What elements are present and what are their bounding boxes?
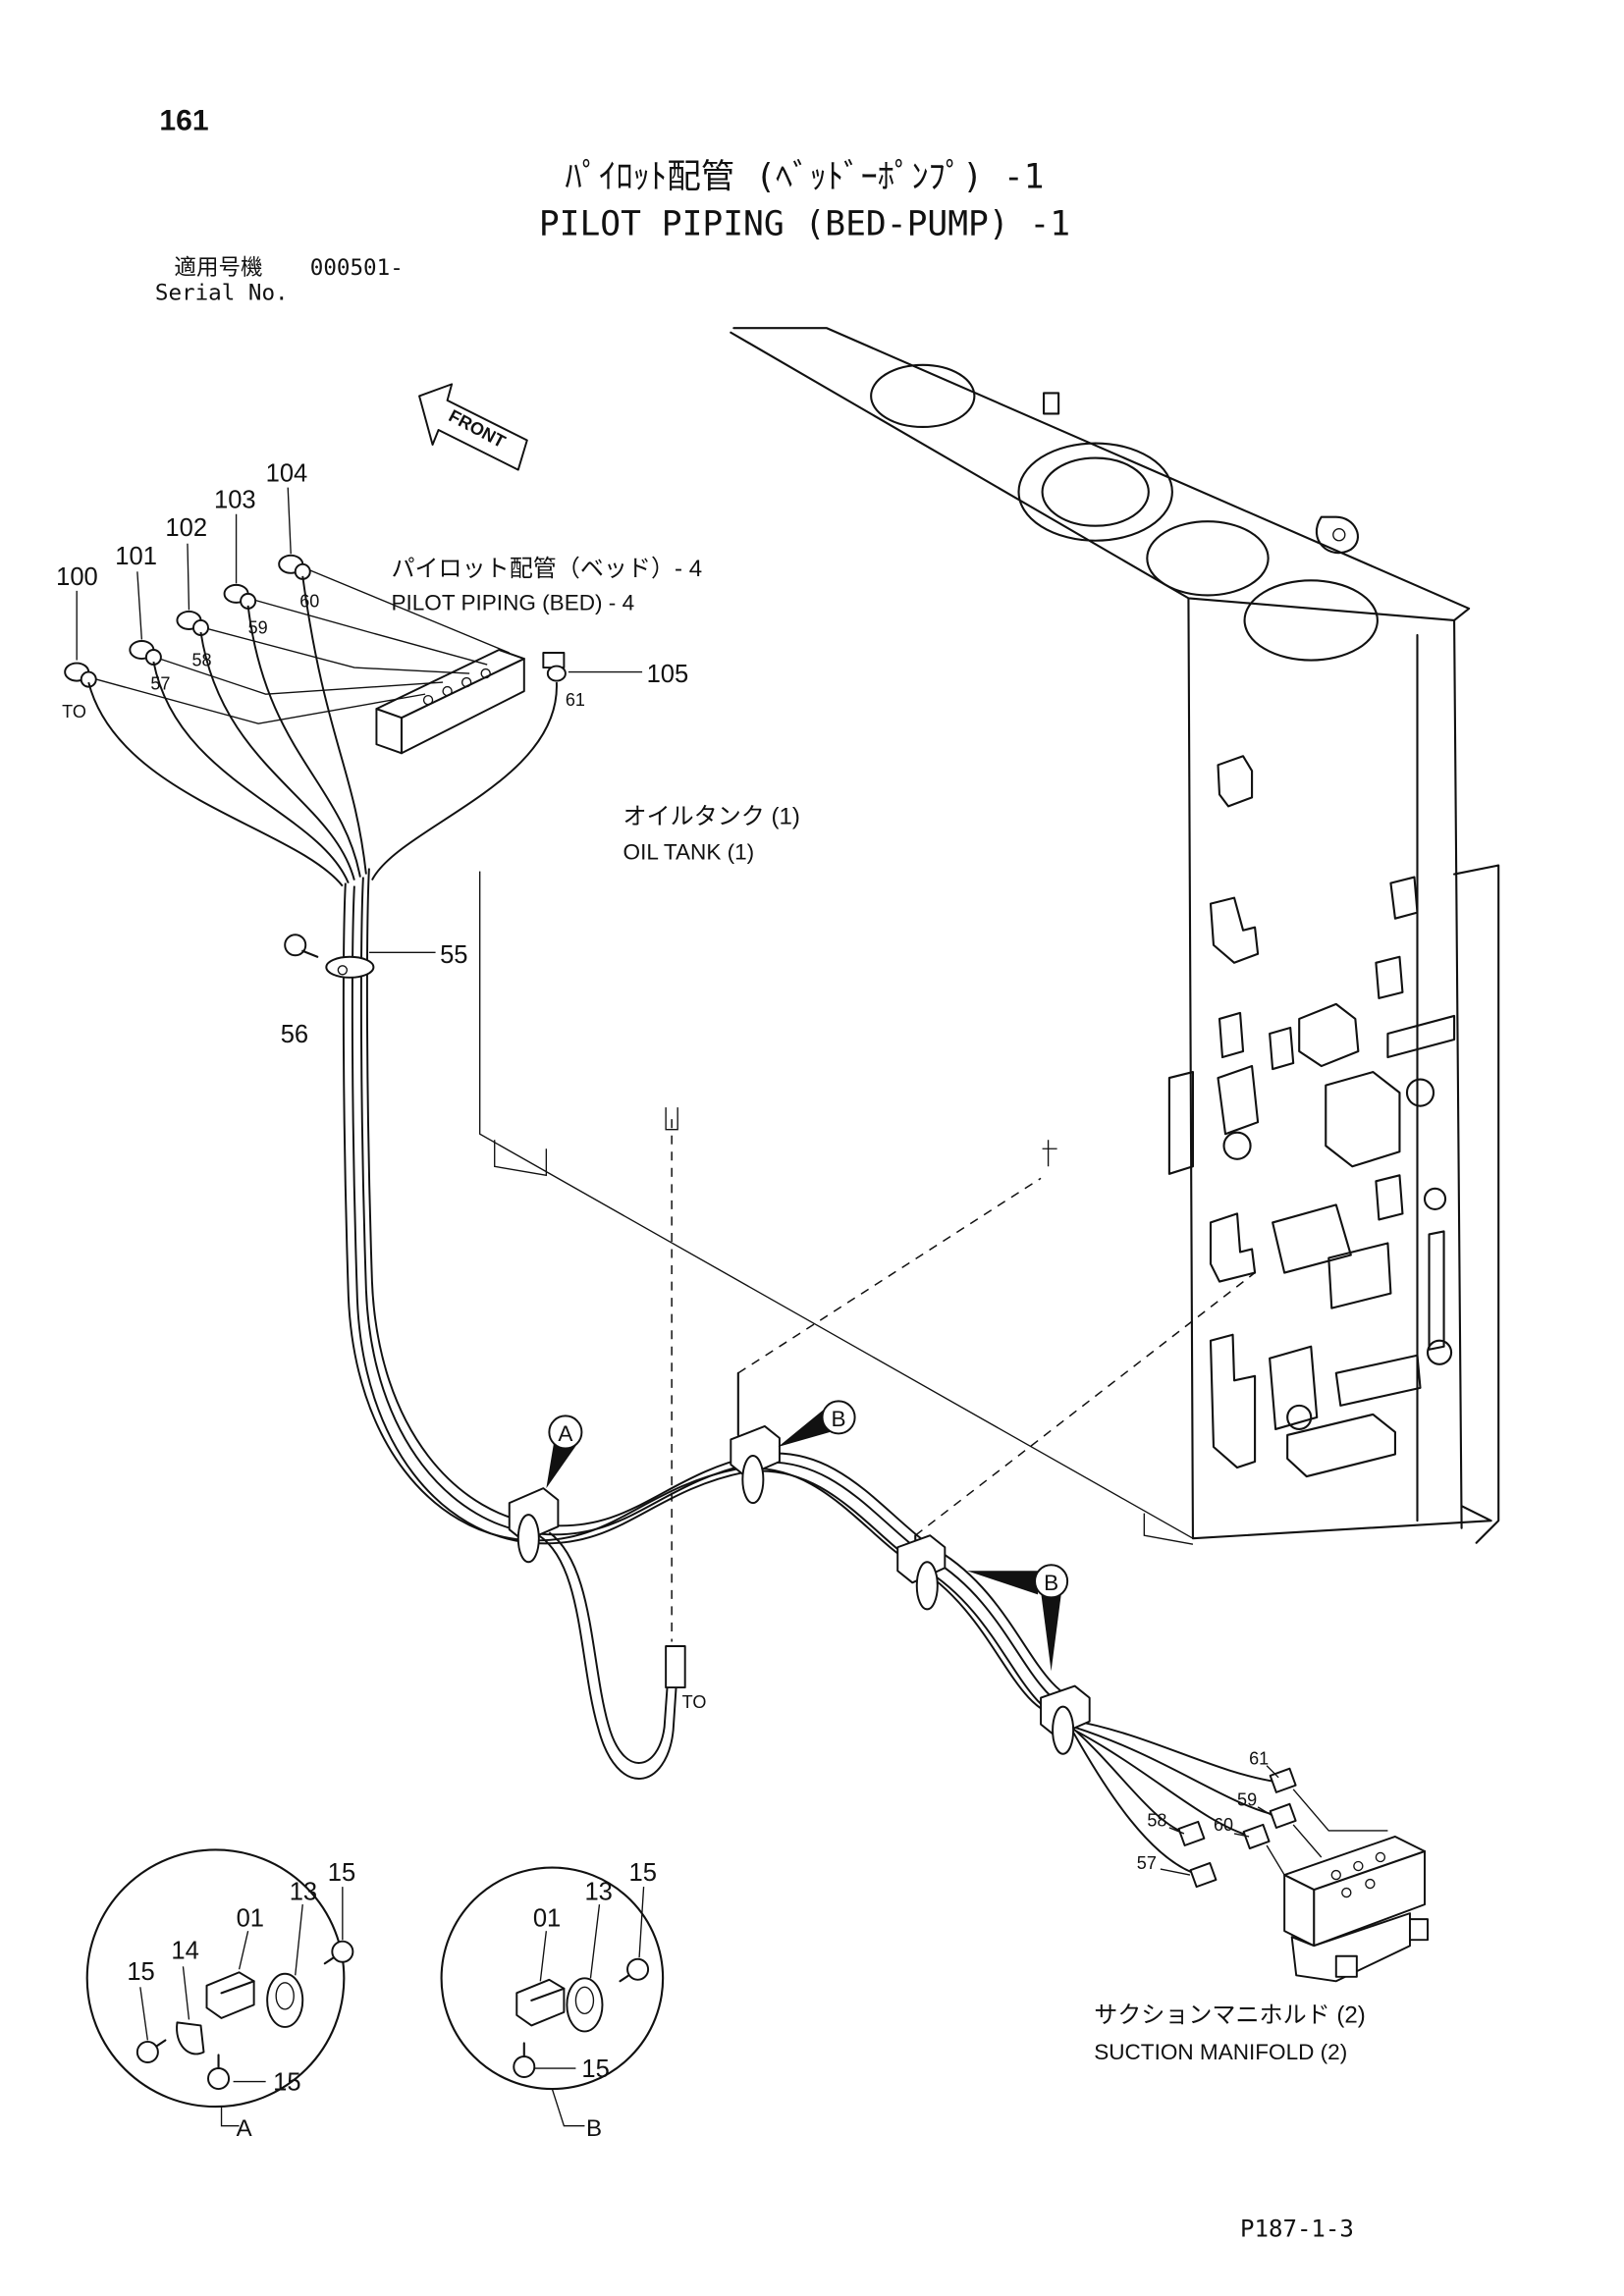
serial-label-english: Serial No.: [155, 281, 289, 306]
title-japanese: ﾊﾟｲﾛｯﾄ配管 (ﾍﾞｯﾄﾞｰﾎﾟﾝﾌﾟ) -1: [565, 157, 1044, 196]
bolt-icon: [513, 2042, 536, 2079]
callout-60-lower: 60: [1214, 1815, 1233, 1835]
page-code: P187-1-3: [1240, 2215, 1354, 2242]
fitting-101-icon: [129, 640, 162, 667]
detail-view-b: 15 13 01 15 B: [440, 1859, 665, 2142]
callout-57-upper: 57: [150, 674, 170, 694]
oil-tank-label-en: OIL TANK (1): [623, 840, 755, 865]
fitting-103-icon: [223, 583, 257, 610]
to-label-upper: TO: [62, 702, 86, 721]
serial-label-japanese: 適用号機: [174, 255, 262, 280]
bolt-icon: [207, 2054, 231, 2091]
callout-103: 103: [214, 487, 256, 514]
svg-text:B: B: [1044, 1571, 1058, 1595]
callout-60-upper: 60: [299, 591, 319, 611]
callout-59-lower: 59: [1237, 1789, 1257, 1809]
lower-callouts: 61 59 60 58 57: [1137, 1748, 1279, 1876]
oil-tank-label-jp: オイルタンク (1): [623, 803, 800, 829]
bolt-icon: [619, 1957, 650, 1983]
bolt-icon: [323, 1940, 354, 1965]
callout-102: 102: [165, 514, 207, 542]
callout-100: 100: [56, 563, 98, 591]
detail-a-letter: A: [237, 2115, 252, 2142]
upper-callouts: 100 101 102 103 104 105 57 58 59 60 61 T…: [56, 460, 688, 1048]
callout-59-upper: 59: [248, 617, 268, 637]
title-english: PILOT PIPING (BED-PUMP) -1: [539, 205, 1070, 244]
fitting-100-icon: [64, 662, 97, 688]
detail-view-a: 15 13 01 14 15 15 A: [85, 1848, 355, 2142]
upper-fittings: [64, 554, 567, 688]
detail-a-part-15-left: 15: [127, 1958, 154, 1986]
detail-marker-a: A: [546, 1415, 583, 1489]
callout-61-lower: 61: [1249, 1748, 1269, 1768]
detail-marker-b2: B: [966, 1564, 1069, 1672]
bracket-b1-clamp-icon: [730, 1424, 781, 1505]
suction-manifold-drawing: [1177, 1767, 1429, 1983]
callout-58-lower: 58: [1147, 1810, 1166, 1830]
bracket-b2-clamp-icon: [896, 1534, 947, 1611]
oil-tank-drawing: [479, 327, 1500, 1545]
callout-104: 104: [266, 460, 308, 488]
pilot-piping-bed-label-jp: パイロット配管（ベッド）- 4: [391, 556, 702, 582]
hose-clamps: [284, 934, 1091, 1755]
detail-b-part-13: 13: [584, 1879, 612, 1906]
callout-58-upper: 58: [191, 651, 211, 670]
clamp-55-icon: [325, 955, 375, 979]
callout-61-upper: 61: [566, 690, 585, 710]
bracket-a-clamp-icon: [508, 1487, 560, 1564]
detail-a-part-13: 13: [290, 1879, 317, 1906]
bed-manifold-block: [85, 566, 525, 755]
detail-a-part-01: 01: [237, 1905, 264, 1933]
fitting-102-icon: [176, 610, 209, 636]
detail-a-part-15-bottom: 15: [273, 2069, 300, 2097]
detail-a-part-15-top: 15: [328, 1859, 355, 1887]
front-arrow-icon: FRONT: [418, 383, 528, 471]
detail-a-part-14: 14: [171, 1938, 198, 1965]
callout-57-lower: 57: [1137, 1853, 1157, 1873]
detail-marker-b1: B: [778, 1400, 856, 1447]
suction-manifold-label-en: SUCTION MANIFOLD (2): [1094, 2040, 1347, 2064]
reference-lines: [736, 1140, 1256, 1555]
serial-value: 000501-: [310, 255, 404, 281]
svg-text:B: B: [832, 1407, 846, 1431]
fitting-105-icon: [542, 652, 567, 682]
callout-55: 55: [440, 941, 467, 969]
page-number: 161: [159, 105, 208, 137]
callout-101: 101: [115, 543, 157, 570]
detail-b-part-15-top: 15: [629, 1859, 657, 1887]
bolt-icon: [135, 2039, 167, 2063]
to-label-lower: TO: [682, 1692, 707, 1712]
callout-105: 105: [647, 661, 689, 688]
callout-56: 56: [281, 1021, 308, 1048]
svg-text:A: A: [558, 1421, 572, 1446]
fitting-104-icon: [278, 554, 311, 580]
detail-b-part-01: 01: [533, 1905, 561, 1933]
pilot-piping-bed-label-en: PILOT PIPING (BED) - 4: [391, 590, 634, 614]
suction-manifold-label-jp: サクションマニホルド (2): [1094, 2002, 1366, 2028]
detail-b-letter: B: [586, 2115, 602, 2142]
detail-b-part-15-bottom: 15: [581, 2056, 609, 2083]
pilot-hose-bundle: [87, 575, 1279, 1876]
bolt-56-icon: [284, 934, 319, 958]
bracket-b3-clamp-icon: [1040, 1684, 1091, 1755]
